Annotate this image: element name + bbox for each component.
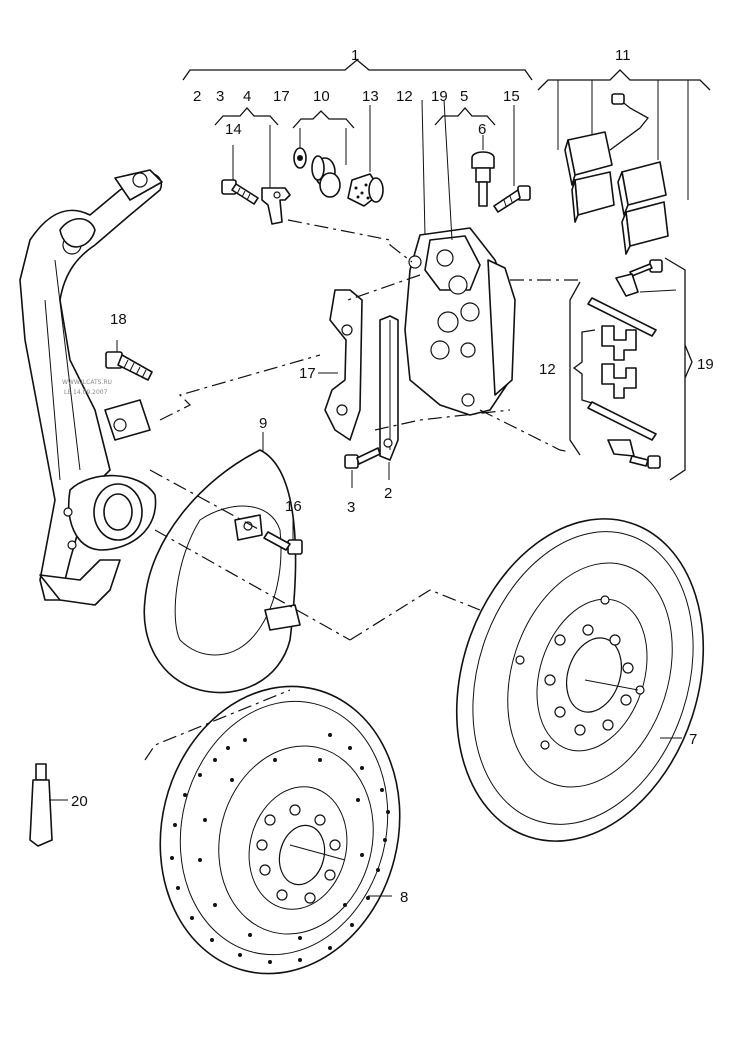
callout-8: 8 xyxy=(400,889,408,906)
callout-11: 11 xyxy=(615,47,631,64)
callout-19-right: 19 xyxy=(697,356,714,373)
callout-17-top: 17 xyxy=(273,88,290,105)
brake-caliper xyxy=(404,99,516,416)
watermark-line-2: LE 14.09.2007 xyxy=(64,389,108,396)
brake-disc-8 xyxy=(159,685,401,975)
steering-knuckle xyxy=(19,169,163,606)
callout-13: 13 xyxy=(362,88,379,105)
callout-10: 10 xyxy=(313,88,330,105)
brake-pads xyxy=(564,93,669,255)
bracket-group-19 xyxy=(569,257,693,481)
callout-17-mid: 17 xyxy=(299,365,316,382)
callout-7: 7 xyxy=(689,731,697,748)
retainer-bracket-2 xyxy=(379,315,399,480)
bolt-15 xyxy=(493,105,531,213)
callout-9: 9 xyxy=(259,415,267,432)
grease-tube-20 xyxy=(29,763,68,847)
bolt-3 xyxy=(344,447,381,488)
callout-2-top: 2 xyxy=(193,88,201,105)
seal-set-10 xyxy=(293,128,347,198)
bracket-group-4 xyxy=(214,107,279,126)
callout-15: 15 xyxy=(503,88,520,105)
callout-3-top: 3 xyxy=(216,88,224,105)
hardware-kit xyxy=(587,259,677,469)
callout-5: 5 xyxy=(460,88,468,105)
mounting-bracket-17 xyxy=(318,289,363,441)
callout-3-bottom: 3 xyxy=(347,499,355,516)
bolt-18 xyxy=(105,340,153,381)
bracket-group-11 xyxy=(537,69,711,200)
bolt-14 xyxy=(221,145,259,205)
cross-drill-pattern xyxy=(170,733,390,964)
callout-18: 18 xyxy=(110,311,127,328)
callout-14: 14 xyxy=(225,121,242,138)
washer-4 xyxy=(261,125,291,225)
bleeder-valve-6 xyxy=(471,135,495,207)
callout-1: 1 xyxy=(351,47,359,64)
callout-20: 20 xyxy=(71,793,88,810)
callout-16: 16 xyxy=(285,498,302,515)
callout-labels: 1 2 3 4 17 10 13 12 19 5 15 11 14 6 18 1… xyxy=(71,47,714,906)
callout-2-bottom: 2 xyxy=(384,485,392,502)
callout-6: 6 xyxy=(478,121,486,138)
callout-12-top: 12 xyxy=(396,88,413,105)
brake-disc-7 xyxy=(455,518,705,842)
bracket-group-12 xyxy=(572,329,596,405)
watermark-line-1: WWW.ILCATS.RU xyxy=(62,379,112,386)
callout-19-top: 19 xyxy=(431,88,448,105)
bracket-group-1 xyxy=(182,59,533,81)
brake-dust-shield xyxy=(143,432,301,694)
callout-12-right: 12 xyxy=(539,361,556,378)
watermark: WWW.ILCATS.RU LE 14.09.2007 xyxy=(62,379,112,396)
bolt-16 xyxy=(263,515,303,555)
assembly-leader-lines xyxy=(144,219,580,761)
piston-13 xyxy=(347,105,384,207)
bracket-group-5 xyxy=(434,107,496,126)
callout-4: 4 xyxy=(243,88,251,105)
bracket-group-10 xyxy=(292,110,355,129)
